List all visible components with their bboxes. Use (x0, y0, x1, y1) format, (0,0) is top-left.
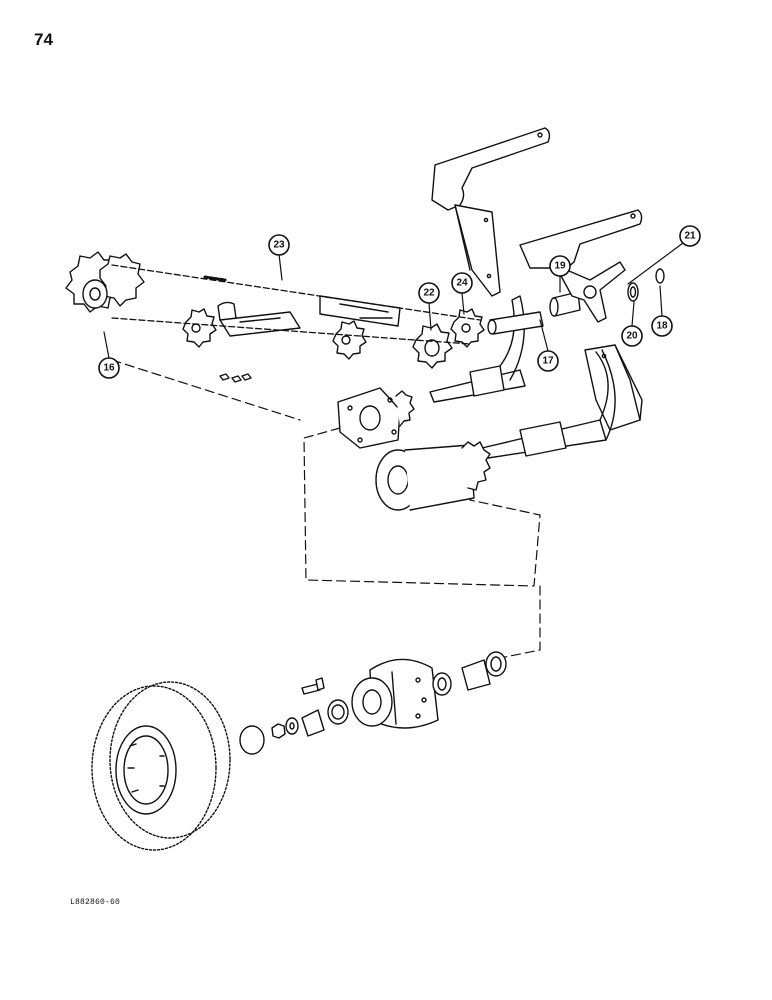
callout-18 (651, 315, 673, 337)
upper-mounting-bracket (431, 127, 551, 297)
page-number: 74 (34, 30, 53, 49)
callout-leaders (103, 242, 684, 359)
callout-17 (537, 350, 559, 372)
callout-19-label: 19 (554, 261, 566, 272)
callout-16-label: 16 (103, 363, 115, 374)
bolt-set (219, 373, 252, 383)
nut (271, 723, 286, 739)
flange-bearing (337, 387, 415, 449)
callout-22 (418, 282, 440, 304)
idler-sprocket-a (182, 308, 217, 348)
callout-17-label: 17 (542, 356, 554, 367)
drive-chain (111, 264, 481, 345)
callout-21 (679, 225, 701, 247)
bearing-cone-left (301, 709, 325, 737)
drive-sprocket-16 (65, 251, 145, 313)
assembly-guide-lines (111, 359, 541, 659)
snap-ring-18 (655, 268, 665, 284)
callout-22-label: 22 (423, 288, 435, 299)
bearing-cup-left (327, 699, 349, 725)
idler-sprocket-24 (450, 308, 485, 348)
lower-spindle (481, 349, 616, 459)
inner-bearing-cup (432, 672, 452, 696)
idler-sprocket-22 (412, 323, 453, 369)
callout-20 (621, 325, 643, 347)
callout-18-label: 18 (656, 321, 668, 332)
washer-20 (627, 282, 639, 302)
steering-arm-21 (554, 261, 626, 323)
callout-21-label: 21 (684, 231, 696, 242)
callout-19 (549, 255, 571, 277)
callout-16 (98, 357, 120, 379)
pivot-shaft-17 (487, 311, 544, 335)
callout-23 (268, 234, 290, 256)
idler-bracket-right (319, 295, 401, 327)
callout-20-label: 20 (626, 331, 638, 342)
callout-24 (451, 272, 473, 294)
washer-left (285, 717, 299, 735)
figure-code: L882860-60 (70, 898, 121, 907)
callout-23-label: 23 (273, 240, 285, 251)
wheel-hub (351, 658, 439, 729)
wheel-tire (91, 681, 231, 851)
upper-spindle (429, 295, 526, 403)
callout-markers (98, 225, 701, 379)
hub-tube (375, 441, 491, 511)
seal (485, 651, 507, 677)
outer-bearing-cone (461, 659, 491, 691)
wheel-bolt (301, 677, 325, 695)
chain-links-small (203, 275, 227, 282)
dust-cap (239, 725, 265, 755)
callout-24-label: 24 (456, 278, 468, 289)
bushing-19 (549, 291, 581, 317)
idler-sprocket-b (332, 320, 367, 360)
